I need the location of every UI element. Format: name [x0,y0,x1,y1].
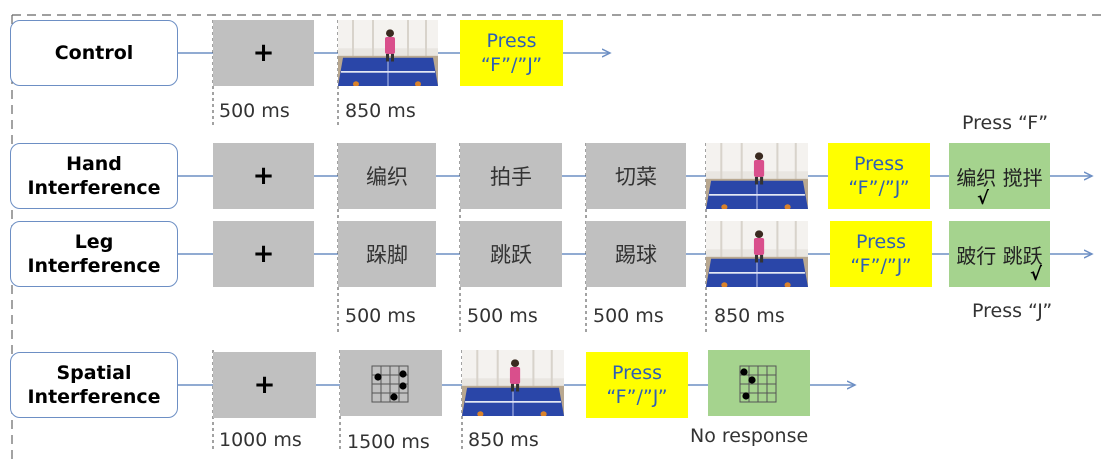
photo-control-stimulus [338,20,438,86]
probe-box-leg: 跛行 跳跃 [949,221,1050,287]
hand-word-1: 编织 [338,143,436,209]
photo-spatial-stimulus [462,350,564,416]
press-box-spatial: Press “F”/”J” [586,352,688,418]
duration-photo: 850 ms [714,305,785,327]
hand-word-3: 切菜 [586,143,686,209]
fixation-control: + [213,20,314,86]
spatial-grid-probe [708,350,810,416]
duration-spatial-fixation: 1000 ms [219,429,302,451]
press-keys: “F”/”J” [850,255,912,277]
duration-spatial-grid: 1500 ms [347,431,430,453]
press-j-label: Press “J” [972,300,1053,322]
condition-leg-line1: Leg [74,231,114,253]
probe-box-hand: 编织 搅拌 [949,143,1050,209]
fixation-leg: + [213,221,314,287]
press-label: Press [611,362,662,384]
condition-label-spatial: Spatial Interference [10,352,178,418]
press-keys: “F”/”J” [606,386,668,408]
press-box-leg: Press “F”/”J” [830,221,932,287]
press-label: Press [853,153,904,175]
press-label: Press [855,231,906,253]
duration-spatial-photo: 850 ms [468,429,539,451]
press-label: Press [486,30,537,52]
check-mark-hand: √ [977,188,990,209]
leg-word-2: 跳跃 [460,221,562,287]
hand-word-2: 拍手 [460,143,562,209]
condition-spatial-line1: Spatial [56,362,132,384]
press-box-hand: Press “F”/”J” [828,143,930,209]
leg-word-1: 跺脚 [338,221,436,287]
condition-label-control: Control [10,20,178,86]
no-response-label: No response [690,425,809,447]
condition-hand-line2: Interference [27,177,161,199]
condition-spatial-line2: Interference [27,386,161,408]
press-box-control: Press “F”/”J” [460,20,563,86]
condition-leg-line2: Interference [27,255,161,277]
press-keys: “F”/”J” [480,54,543,76]
spatial-grid-memory [340,350,442,416]
photo-leg-stimulus [706,221,808,287]
fixation-hand: + [213,143,314,209]
leg-word-3: 踢球 [586,221,686,287]
condition-control-text: Control [54,42,134,64]
check-mark-leg: √ [1030,264,1043,285]
duration-word-1: 500 ms [345,305,416,327]
photo-hand-stimulus [706,143,808,209]
condition-label-hand: Hand Interference [10,143,178,209]
press-keys: “F”/”J” [848,177,910,199]
fixation-spatial: + [213,352,316,418]
duration-control-photo: 850 ms [345,100,416,122]
duration-control-fixation: 500 ms [219,100,290,122]
duration-word-2: 500 ms [467,305,538,327]
condition-label-leg: Leg Interference [10,221,178,287]
press-f-label: Press “F” [962,112,1049,134]
flow-connectors [168,53,1092,385]
condition-hand-line1: Hand [66,153,122,175]
duration-word-3: 500 ms [593,305,664,327]
